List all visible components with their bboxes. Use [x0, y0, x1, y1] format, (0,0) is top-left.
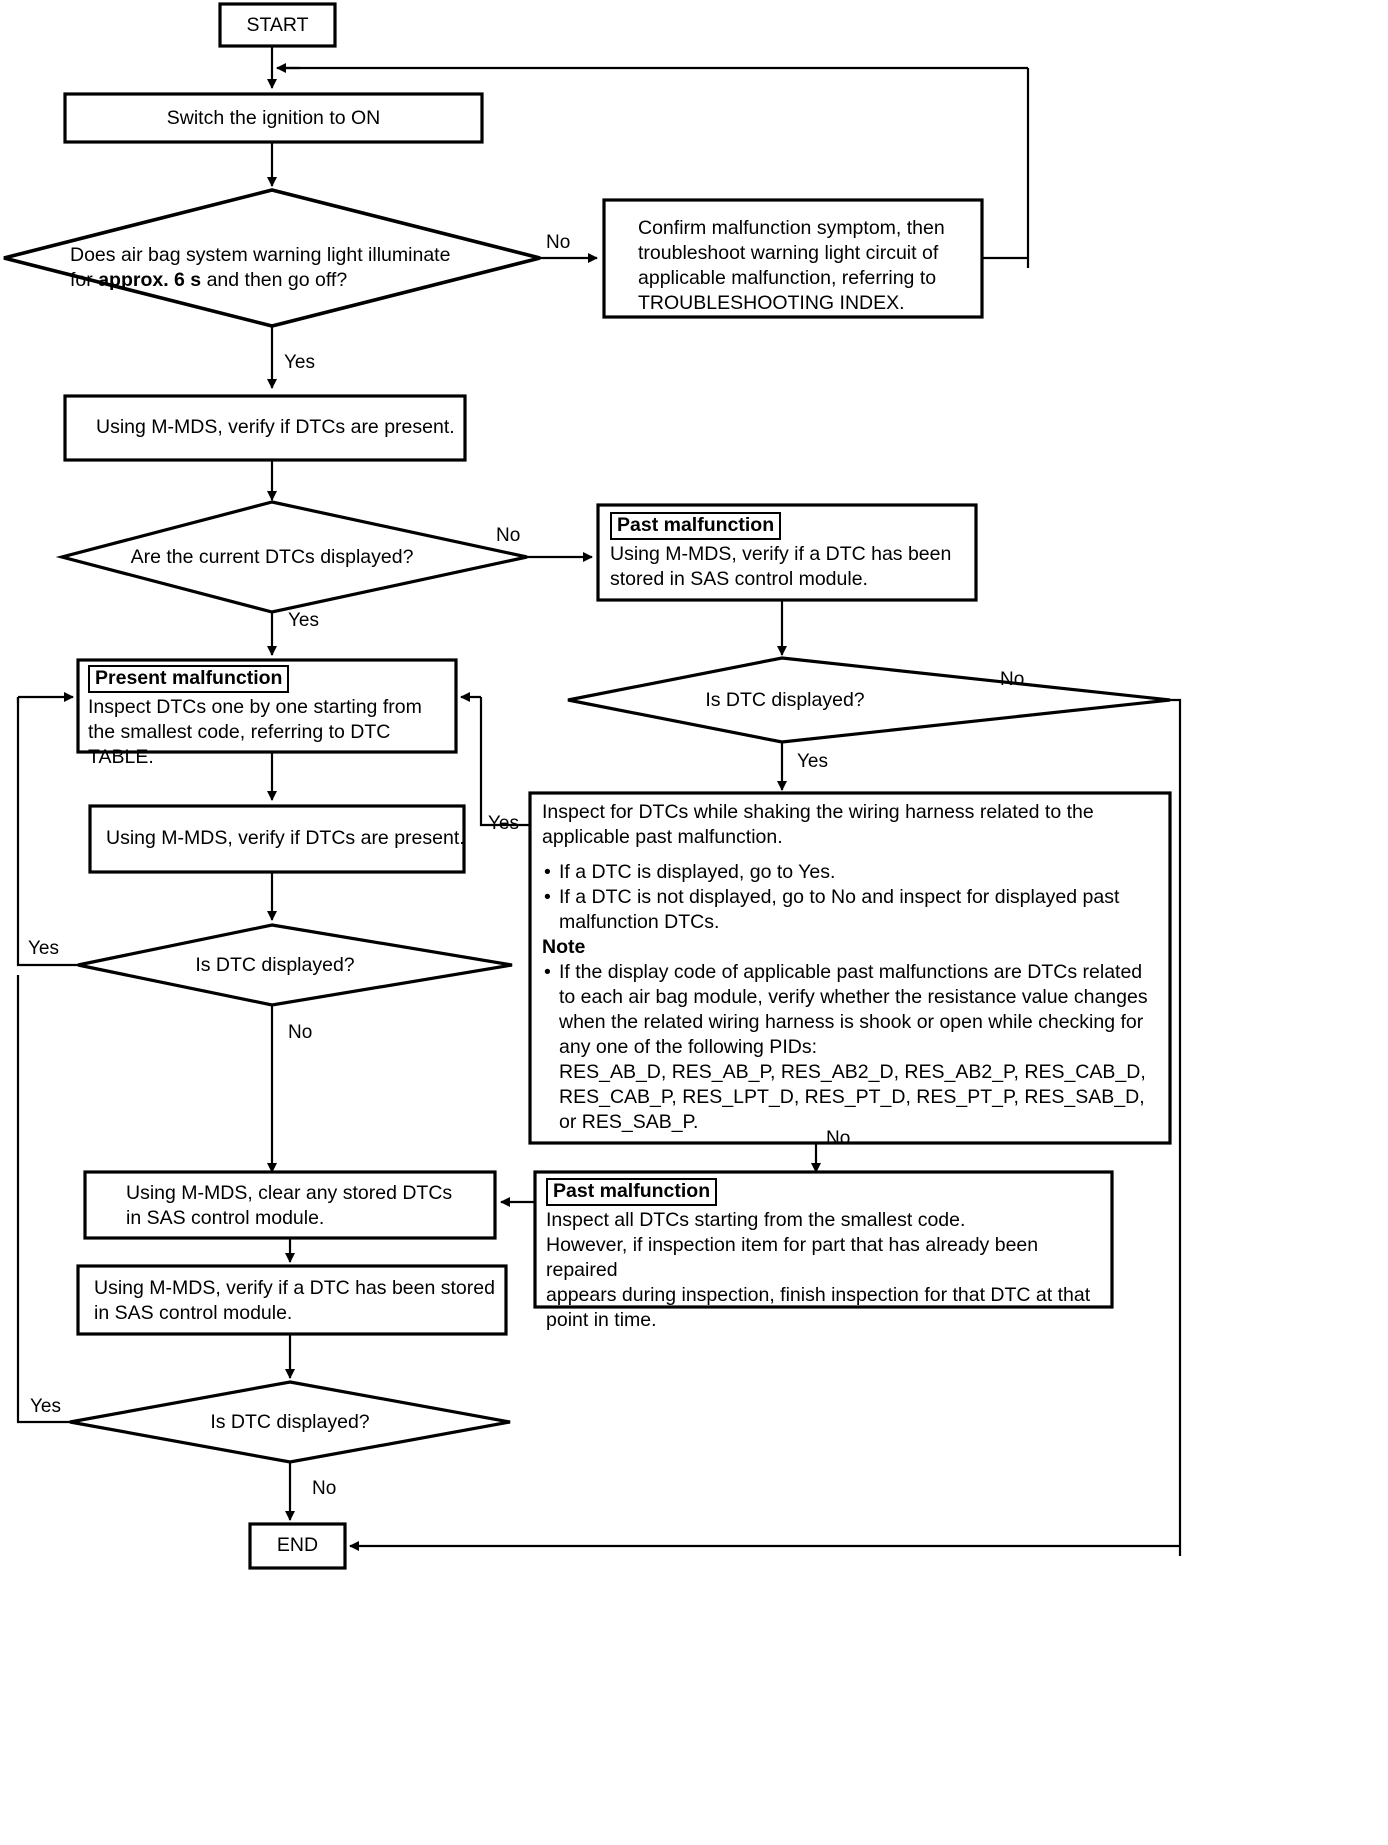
verify-dtcs-2-label: Using M-MDS, verify if DTCs are present.	[106, 827, 465, 849]
pmt-line-2: stored in SAS control module.	[610, 568, 868, 590]
cd-line-1: Using M-MDS, clear any stored DTCs	[126, 1182, 453, 1204]
confirm-symptom-label: Confirm malfunction symptom, then troubl…	[638, 216, 978, 316]
is-dtc-displayed-mid-label: Is DTC displayed?	[195, 954, 355, 976]
shake-harness-bullets: If a DTC is displayed, go to Yes. If a D…	[542, 860, 1162, 935]
pmb-line-4: point in time.	[546, 1309, 657, 1331]
is-dtc-displayed-top-label: Is DTC displayed?	[705, 689, 865, 711]
pm-line-2: the smallest code, referring to DTC TABL…	[88, 721, 391, 768]
pm-line-1: Inspect DTCs one by one starting from	[88, 696, 422, 718]
start-shape	[218, 2, 337, 48]
edge-label-yes-5: Yes	[28, 938, 59, 959]
edge-label-no-4: No	[288, 1022, 313, 1043]
edge-label-yes-1: Yes	[284, 352, 315, 373]
ignition-shape	[63, 92, 484, 144]
edge-label-no-2: No	[496, 525, 521, 546]
end-label: END	[276, 1534, 319, 1556]
confirm-line-1: Confirm malfunction symptom, then	[638, 217, 945, 239]
verify-dtcs-2-shape	[88, 804, 466, 874]
verify-stored-shape	[76, 1264, 508, 1336]
edge-label-no-1: No	[546, 232, 571, 253]
pmb-line-3: appears during inspection, finish inspec…	[546, 1284, 1091, 1306]
edge-label-yes-4: Yes	[488, 813, 519, 834]
note-heading: Note	[542, 936, 586, 958]
edge-label-yes-3: Yes	[797, 751, 828, 772]
past-malfunction-bottom-tag: Past malfunction	[546, 1178, 718, 1206]
edge-label-yes-2: Yes	[288, 610, 319, 631]
past-malfunction-bottom-shape	[533, 1170, 1114, 1309]
shake-harness-shape	[528, 791, 1172, 1145]
edge-label-yes-6: Yes	[30, 1396, 61, 1417]
start-label: START	[246, 14, 309, 36]
list-item: If a DTC is not displayed, go to No and …	[542, 885, 1162, 935]
cd-line-2: in SAS control module.	[126, 1207, 325, 1229]
ignition-label: Switch the ignition to ON	[166, 107, 381, 129]
shake-harness-label: Inspect for DTCs while shaking the wirin…	[542, 800, 1162, 1135]
warning-light-line1: Does air bag system warning light illumi…	[70, 244, 451, 266]
end-shape	[248, 1522, 347, 1570]
confirm-line-3: applicable malfunction, referring to	[638, 267, 937, 289]
list-item: If the display code of applicable past m…	[542, 960, 1162, 1135]
present-malfunction-shape	[76, 658, 458, 754]
edge-label-no-6: No	[312, 1478, 337, 1499]
past-malfunction-top-shape	[596, 503, 978, 602]
verify-dtcs-label: Using M-MDS, verify if DTCs are present.	[96, 416, 455, 438]
edge-label-no-3: No	[1000, 669, 1025, 690]
past-malfunction-top-label: Past malfunction Using M-MDS, verify if …	[610, 512, 970, 592]
is-dtc-displayed-bottom-label: Is DTC displayed?	[210, 1411, 370, 1433]
current-dtcs-label: Are the current DTCs displayed?	[130, 546, 414, 568]
warning-light-line2: for approx. 6 s and then go off?	[70, 269, 348, 291]
confirm-line-4: TROUBLESHOOTING INDEX.	[638, 292, 905, 314]
vs-line-2: in SAS control module.	[94, 1302, 293, 1324]
past-malfunction-top-tag: Past malfunction	[610, 512, 782, 540]
present-malfunction-tag: Present malfunction	[88, 665, 290, 693]
present-malfunction-label: Present malfunction Inspect DTCs one by …	[88, 665, 458, 770]
list-item: If a DTC is displayed, go to Yes.	[542, 860, 1162, 885]
edge-label-no-5: No	[826, 1128, 851, 1149]
verify-dtcs-shape	[63, 394, 467, 462]
vs-line-1: Using M-MDS, verify if a DTC has been st…	[94, 1277, 495, 1299]
warning-light-label: Does air bag system warning light illumi…	[70, 243, 490, 293]
pmb-line-2: However, if inspection item for part tha…	[546, 1234, 1039, 1281]
past-malfunction-bottom-label: Past malfunction Inspect all DTCs starti…	[546, 1178, 1106, 1333]
pmt-line-1: Using M-MDS, verify if a DTC has been	[610, 543, 952, 565]
clear-dtcs-label: Using M-MDS, clear any stored DTCs in SA…	[126, 1181, 496, 1231]
verify-stored-label: Using M-MDS, verify if a DTC has been st…	[94, 1276, 504, 1326]
note-bullets: If the display code of applicable past m…	[542, 960, 1162, 1135]
pmb-line-1: Inspect all DTCs starting from the small…	[546, 1209, 966, 1231]
sh-intro-2: applicable past malfunction.	[542, 826, 783, 848]
confirm-line-2: troubleshoot warning light circuit of	[638, 242, 939, 264]
sh-intro-1: Inspect for DTCs while shaking the wirin…	[542, 801, 1094, 823]
